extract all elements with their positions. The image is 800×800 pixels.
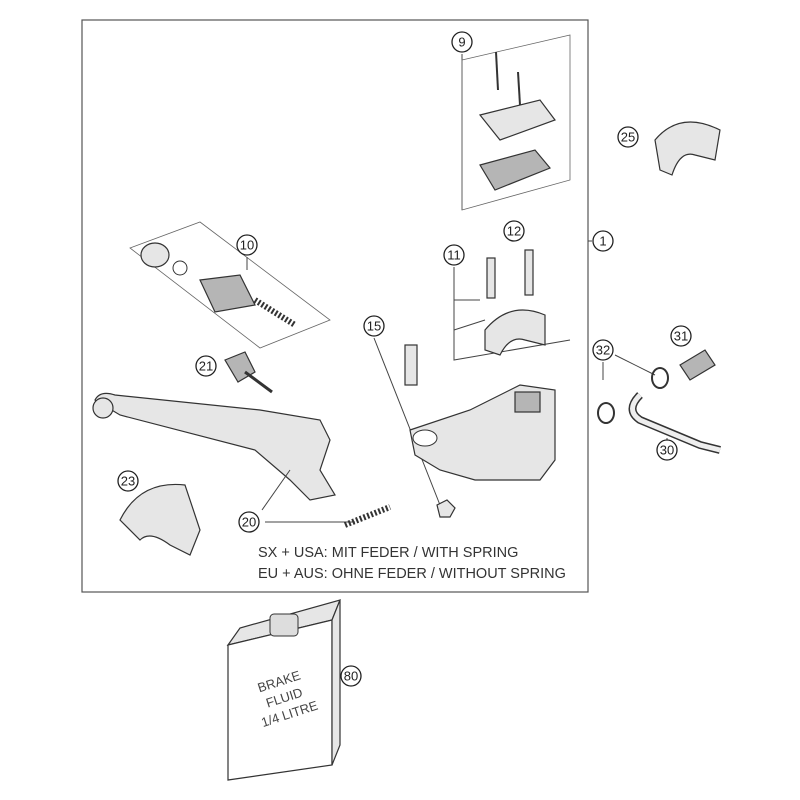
master-cylinder-body (409, 384, 556, 481)
callout-23[interactable]: 23 (117, 470, 139, 492)
callout-30-label: 30 (660, 443, 674, 458)
callout-11-label: 11 (447, 248, 461, 263)
callout-1[interactable]: 1 (592, 230, 614, 252)
callout-11[interactable]: 11 (443, 244, 465, 266)
note-with-spring: SX + USA: MIT FEDER / WITH SPRING (258, 545, 518, 561)
callout-25[interactable]: 25 (617, 126, 639, 148)
callout-21-label: 21 (199, 359, 213, 374)
note-without-spring: EU + AUS: OHNE FEDER / WITHOUT SPRING (258, 566, 566, 582)
adjuster-part-21[interactable] (224, 351, 273, 394)
callout-32-label: 32 (596, 343, 610, 358)
callout-9-label: 9 (458, 35, 465, 50)
callout-15[interactable]: 15 (363, 315, 385, 337)
callout-20-leader (261, 469, 291, 511)
callout-31-label: 31 (674, 329, 688, 344)
bottle-cap (269, 613, 299, 637)
callout-10-label: 10 (240, 238, 254, 253)
brake-lever-part-20[interactable] (92, 392, 336, 501)
callout-32[interactable]: 32 (592, 339, 614, 361)
clamp-part-25[interactable] (654, 121, 721, 176)
lever-cover-part-23[interactable] (119, 483, 201, 556)
lever-spring[interactable] (343, 504, 392, 528)
callout-25-label: 25 (621, 130, 635, 145)
clamp-bolts-group (453, 249, 571, 361)
callout-80-label: 80 (344, 669, 358, 684)
piston-kit-group (129, 221, 331, 349)
callout-1-label: 1 (599, 234, 606, 249)
assembly-frame (81, 19, 589, 593)
callout-12[interactable]: 12 (503, 220, 525, 242)
brake-hose-group (597, 349, 721, 454)
callout-23-label: 23 (121, 474, 135, 489)
callout-10[interactable]: 10 (236, 234, 258, 256)
brake-fluid-bottle: BRAKE FLUID 1/4 LITRE (226, 599, 342, 781)
callout-20[interactable]: 20 (238, 511, 260, 533)
callout-12-label: 12 (507, 224, 521, 239)
callout-31[interactable]: 31 (670, 325, 692, 347)
callout-80[interactable]: 80 (340, 665, 362, 687)
callout-15-label: 15 (367, 319, 381, 334)
callout-21[interactable]: 21 (195, 355, 217, 377)
pin-part-15[interactable] (373, 337, 456, 518)
callout-9[interactable]: 9 (451, 31, 473, 53)
callout-20-label: 20 (242, 515, 256, 530)
reservoir-cover-group (461, 34, 571, 211)
callout-30[interactable]: 30 (656, 439, 678, 461)
